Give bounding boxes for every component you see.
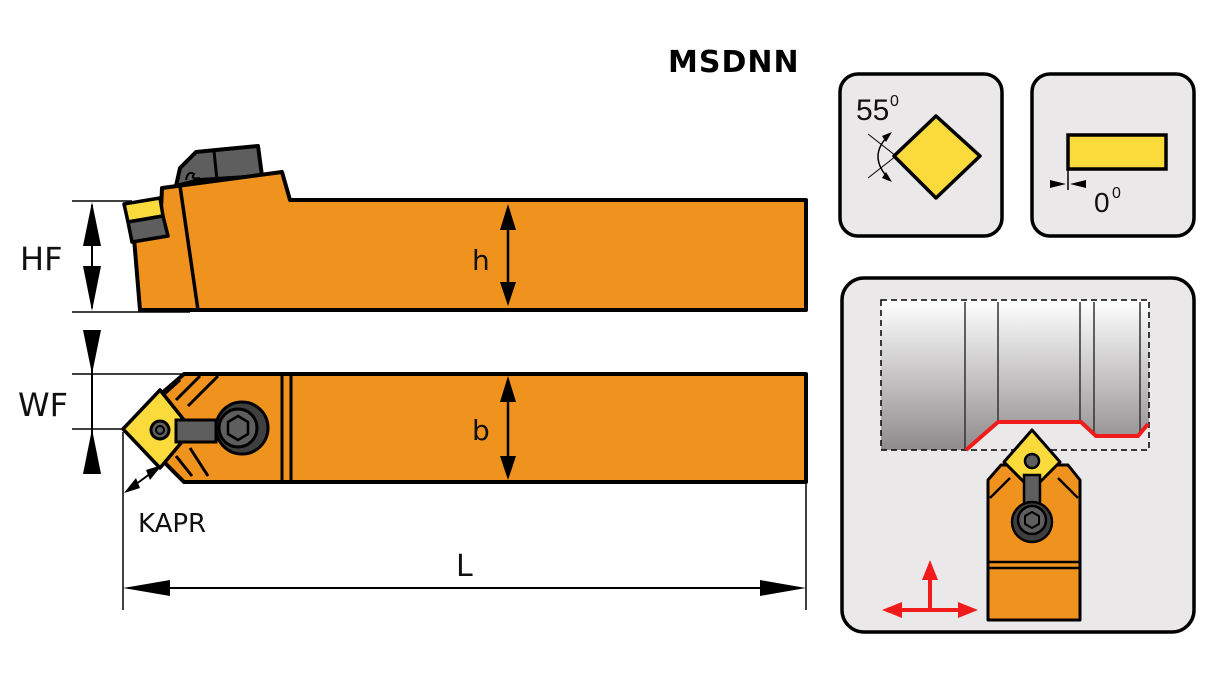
- dim-l-label: L: [456, 549, 473, 584]
- wf-dimension: WF: [18, 330, 184, 474]
- operation-panel: [840, 276, 1196, 634]
- clearance-angle-panel: 0 0: [1030, 72, 1196, 238]
- clearance-angle-value: 0: [1094, 187, 1110, 218]
- side-view: h: [122, 144, 808, 312]
- dim-b-label: b: [472, 414, 490, 447]
- model-title: MSDNN: [668, 45, 800, 80]
- top-view: b: [121, 372, 808, 484]
- arrow-head: [500, 204, 516, 230]
- kapr-dimension: KAPR: [122, 432, 206, 610]
- cut-path: [964, 420, 1150, 452]
- clamp-lever: [174, 418, 218, 444]
- workpiece: [881, 300, 1149, 450]
- dim-kapr-label: KAPR: [138, 509, 206, 539]
- holder-body-side: [132, 170, 808, 312]
- feed-direction-arrows-icon: [882, 560, 978, 618]
- rhombic-insert-icon: [892, 114, 982, 200]
- hf-dimension: HF: [20, 200, 190, 313]
- dim-h-label: h: [472, 244, 490, 277]
- clearance-angle-unit: 0: [1112, 185, 1121, 202]
- dim-wf-label: WF: [18, 386, 68, 424]
- insert-angle-value: 55: [856, 94, 889, 127]
- insert-angle-unit: 0: [890, 93, 899, 110]
- dim-hf-label: HF: [20, 240, 62, 278]
- arrow-head: [500, 282, 516, 306]
- shim-side: [126, 214, 170, 244]
- insert-side-icon: [1066, 133, 1168, 171]
- l-dimension: L: [123, 484, 807, 610]
- insert-angle-panel: 55 0: [838, 72, 1004, 238]
